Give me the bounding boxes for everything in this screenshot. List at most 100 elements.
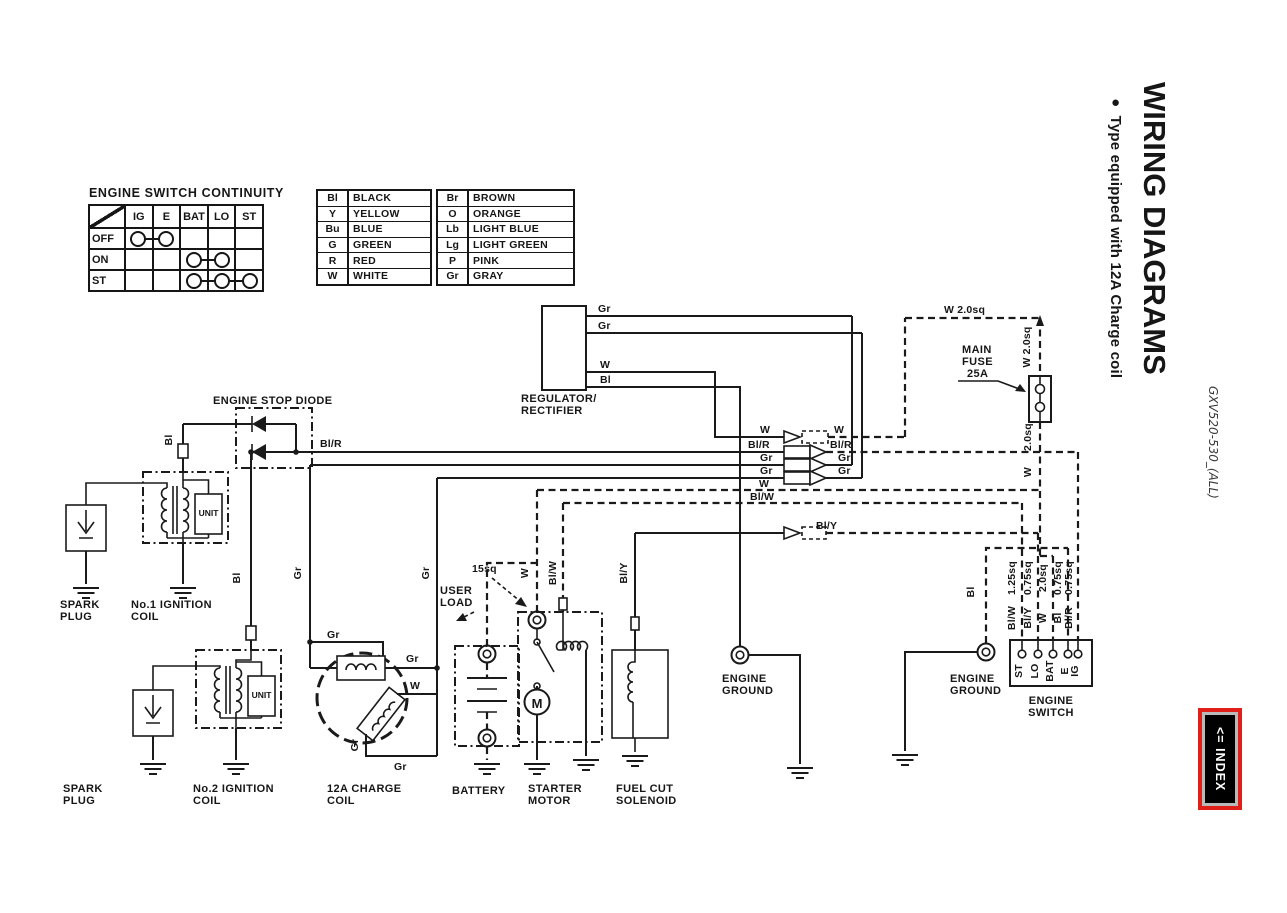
svg-text:MOTOR: MOTOR bbox=[528, 795, 571, 807]
svg-text:No.2 IGNITION: No.2 IGNITION bbox=[193, 783, 274, 795]
continuity-row-st: ST bbox=[90, 269, 262, 290]
battery: BATTERY 15sq USER LOAD bbox=[440, 561, 537, 797]
svg-text:2.0sq: 2.0sq bbox=[1037, 564, 1049, 592]
svg-text:FUEL CUT: FUEL CUT bbox=[616, 783, 673, 795]
svg-text:Bl: Bl bbox=[1052, 613, 1064, 624]
motor-m: M bbox=[532, 696, 543, 711]
svg-text:Bl: Bl bbox=[231, 573, 243, 584]
svg-text:ENGINE: ENGINE bbox=[722, 673, 767, 685]
svg-text:Bl/W: Bl/W bbox=[1006, 606, 1018, 630]
spark-plug-2 bbox=[132, 689, 174, 737]
engine-ground-2: Bl ENGINE GROUND bbox=[891, 546, 1068, 766]
svg-text:Gr: Gr bbox=[760, 452, 773, 464]
svg-text:Bl/R: Bl/R bbox=[1063, 607, 1075, 629]
engine-stop-diode: ENGINE STOP DIODE Bl/R bbox=[183, 395, 784, 469]
wire-label-w20: W 2.0sq bbox=[944, 304, 985, 316]
svg-text:Gr: Gr bbox=[598, 320, 611, 332]
svg-text:W: W bbox=[600, 359, 610, 371]
svg-text:W: W bbox=[834, 424, 844, 436]
spark-plug-1 bbox=[65, 504, 107, 552]
unit-label: UNIT bbox=[199, 508, 220, 518]
svg-text:0.75sq: 0.75sq bbox=[1063, 561, 1075, 595]
svg-text:Gr: Gr bbox=[406, 653, 419, 665]
engine-ground-1: ENGINE GROUND bbox=[722, 645, 814, 779]
main-fuse: W 2.0sq 2.0sq W MAIN FUSE 25A bbox=[958, 315, 1052, 556]
svg-text:Bl/Y: Bl/Y bbox=[1022, 607, 1034, 628]
index-button[interactable]: <= INDEX bbox=[1198, 708, 1242, 810]
terminal-e: E bbox=[1059, 667, 1071, 674]
model-code: GXV520-530_(ALL) bbox=[1206, 386, 1220, 499]
ignition-coil-1: Bl UNIT SPARK PLUG No.1 IGNITION COIL bbox=[60, 424, 229, 623]
wire-label-gr: Gr bbox=[598, 303, 611, 315]
svg-text:Gr: Gr bbox=[838, 465, 851, 477]
svg-text:ENGINE STOP DIODE: ENGINE STOP DIODE bbox=[213, 395, 332, 407]
svg-text:Bl/W: Bl/W bbox=[750, 491, 774, 503]
svg-text:Gr: Gr bbox=[760, 465, 773, 477]
engine-switch: 1.25sq 0.75sq 2.0sq 0.75sq 0.75sq Bl/W B… bbox=[1006, 452, 1093, 719]
terminal-lo: LO bbox=[1029, 664, 1041, 679]
svg-text:25A: 25A bbox=[967, 368, 988, 380]
svg-text:FUSE: FUSE bbox=[962, 356, 993, 368]
svg-text:W: W bbox=[759, 478, 769, 490]
continuity-table: IG E BAT LO ST OFF ON ST bbox=[88, 204, 264, 292]
svg-text:Bl/R: Bl/R bbox=[830, 439, 852, 451]
user-load-label: USER bbox=[440, 585, 472, 597]
svg-text:Bl/R: Bl/R bbox=[748, 439, 770, 451]
svg-text:W: W bbox=[760, 424, 770, 436]
regulator-rectifier: REGULATOR/ RECTIFIER Gr Gr W Bl bbox=[521, 303, 863, 646]
svg-text:1.25sq: 1.25sq bbox=[1006, 561, 1018, 595]
svg-text:Gr: Gr bbox=[327, 629, 340, 641]
svg-text:W: W bbox=[519, 568, 531, 578]
wire-label-15sq: 15sq bbox=[472, 563, 497, 575]
harness-connectors: W W W 2.0sq Bl/R Bl/R Gr Gr Gr Gr W bbox=[310, 304, 1078, 541]
svg-text:STARTER: STARTER bbox=[528, 783, 582, 795]
ignition-coil-2: Bl UNIT SPARK PLUG No.2 IGNITION COIL bbox=[63, 452, 282, 807]
svg-text:ENGINE: ENGINE bbox=[1029, 695, 1074, 707]
svg-text:Gr: Gr bbox=[394, 761, 407, 773]
svg-text:2.0sq: 2.0sq bbox=[1022, 423, 1034, 451]
svg-text:LOAD: LOAD bbox=[440, 597, 473, 609]
svg-text:MAIN: MAIN bbox=[962, 344, 992, 356]
terminal-st: ST bbox=[1013, 664, 1025, 678]
continuity-row-off: OFF bbox=[90, 227, 262, 248]
svg-text:COIL: COIL bbox=[193, 795, 221, 807]
svg-text:SOLENOID: SOLENOID bbox=[616, 795, 677, 807]
svg-text:Bl: Bl bbox=[965, 587, 977, 598]
svg-text:SWITCH: SWITCH bbox=[1028, 707, 1074, 719]
svg-text:GROUND: GROUND bbox=[950, 685, 1001, 697]
page-subtitle: ● Type equipped with 12A Charge coil bbox=[1107, 94, 1124, 379]
svg-text:W: W bbox=[1022, 467, 1034, 477]
svg-text:PLUG: PLUG bbox=[60, 611, 92, 623]
svg-text:ENGINE: ENGINE bbox=[950, 673, 995, 685]
terminal-bat: BAT bbox=[1044, 660, 1056, 682]
svg-text:Bl: Bl bbox=[600, 374, 611, 386]
svg-text:Bl: Bl bbox=[163, 435, 175, 446]
continuity-table-title: ENGINE SWITCH CONTINUITY bbox=[89, 186, 284, 200]
svg-text:Gr: Gr bbox=[349, 739, 361, 752]
svg-text:GROUND: GROUND bbox=[722, 685, 773, 697]
svg-text:12A CHARGE: 12A CHARGE bbox=[327, 783, 402, 795]
svg-text:SPARK: SPARK bbox=[63, 783, 103, 795]
svg-text:Bl/Y: Bl/Y bbox=[618, 562, 630, 583]
svg-text:0.75sq: 0.75sq bbox=[1052, 561, 1064, 595]
svg-text:UNIT: UNIT bbox=[252, 690, 273, 700]
svg-text:W: W bbox=[410, 680, 420, 692]
regulator-label: REGULATOR/ bbox=[521, 393, 597, 405]
svg-text:RECTIFIER: RECTIFIER bbox=[521, 405, 583, 417]
index-button-face: <= INDEX bbox=[1202, 712, 1238, 806]
svg-text:0.75sq: 0.75sq bbox=[1022, 561, 1034, 595]
svg-text:BATTERY: BATTERY bbox=[452, 785, 506, 797]
svg-text:Gr: Gr bbox=[292, 567, 304, 580]
wire-label-blr: Bl/R bbox=[320, 438, 342, 450]
svg-text:SPARK: SPARK bbox=[60, 599, 100, 611]
svg-text:W 2.0sq: W 2.0sq bbox=[1021, 326, 1033, 367]
svg-text:Gr: Gr bbox=[420, 567, 432, 580]
index-button-label: <= INDEX bbox=[1213, 726, 1227, 792]
charge-coil: Gr Gr Gr Gr W Gr Gr 12A CHARGE COIL bbox=[292, 465, 440, 807]
fuel-cut-solenoid: Bl/Y FUEL CUT SOLENOID bbox=[611, 533, 677, 807]
svg-text:Bl/Y: Bl/Y bbox=[816, 520, 837, 532]
svg-text:No.1 IGNITION: No.1 IGNITION bbox=[131, 599, 212, 611]
